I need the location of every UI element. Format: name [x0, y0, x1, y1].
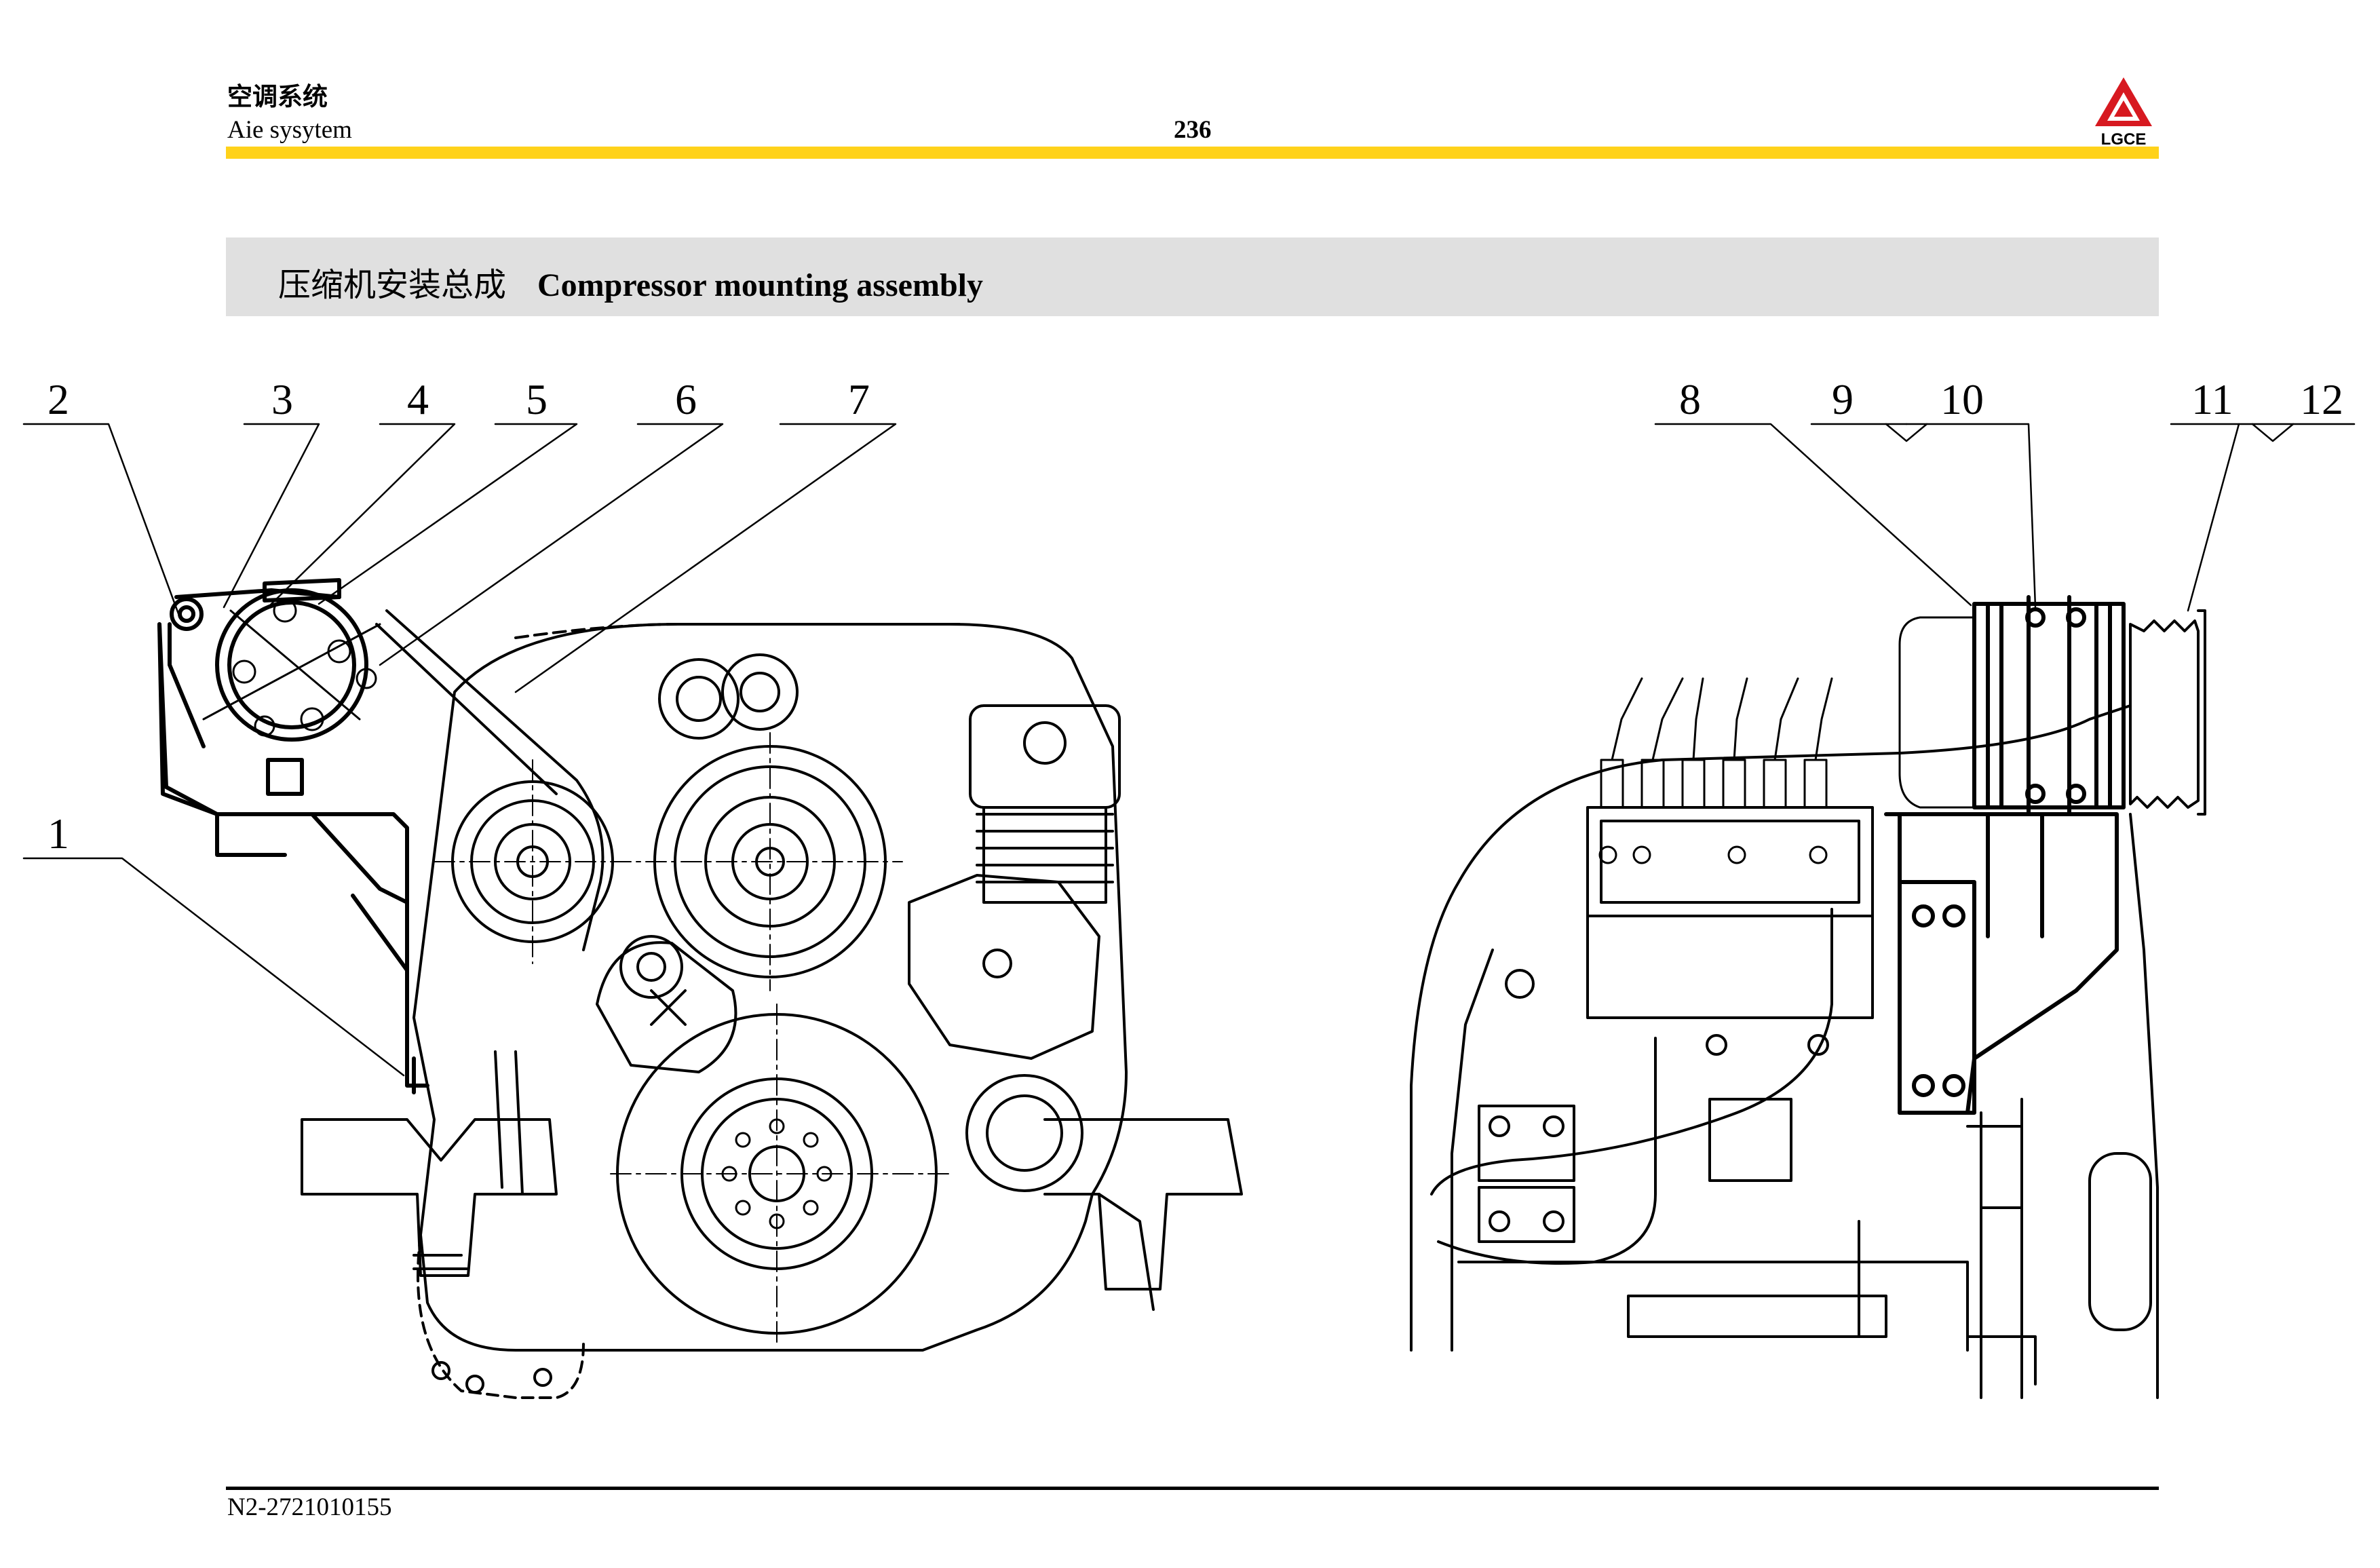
callout-7: 7 — [848, 375, 870, 423]
title-band — [226, 237, 2159, 316]
document-code: N2-2721010155 — [227, 1493, 392, 1521]
callout-8: 8 — [1679, 375, 1701, 423]
front-view — [157, 578, 1243, 1399]
page-title-cn: 压缩机安装总成 — [278, 266, 507, 304]
lgce-logo: LGCE — [2095, 77, 2152, 148]
lgce-logo-mark — [2095, 77, 2152, 126]
callout-1: 1 — [47, 809, 69, 858]
callout-2: 2 — [47, 375, 69, 423]
section-title-en: Aie sysytem — [227, 116, 352, 144]
callout-11: 11 — [2191, 375, 2233, 423]
footer-rule — [226, 1487, 2159, 1490]
callout-3: 3 — [271, 375, 293, 423]
header-accent-bar — [226, 147, 2159, 159]
callout-9: 9 — [1832, 375, 1854, 423]
callout-10: 10 — [1940, 375, 1984, 423]
logo-text: LGCE — [2101, 130, 2147, 148]
section-title-cn: 空调系统 — [227, 82, 328, 111]
callout-5: 5 — [526, 375, 548, 423]
compressor-assembly-drawing: 2 3 4 5 6 7 1 8 9 10 11 12 — [22, 375, 2356, 1399]
callout-6: 6 — [675, 375, 697, 423]
leader-lines — [22, 423, 2356, 1077]
page-title-en: Compressor mounting assembly — [537, 267, 983, 303]
callout-12: 12 — [2300, 375, 2343, 423]
callout-4: 4 — [407, 375, 429, 423]
page-number: 236 — [1174, 116, 1212, 144]
side-view — [1410, 595, 2206, 1399]
page-title: 压缩机安装总成 Compressor mounting assembly — [278, 258, 983, 305]
